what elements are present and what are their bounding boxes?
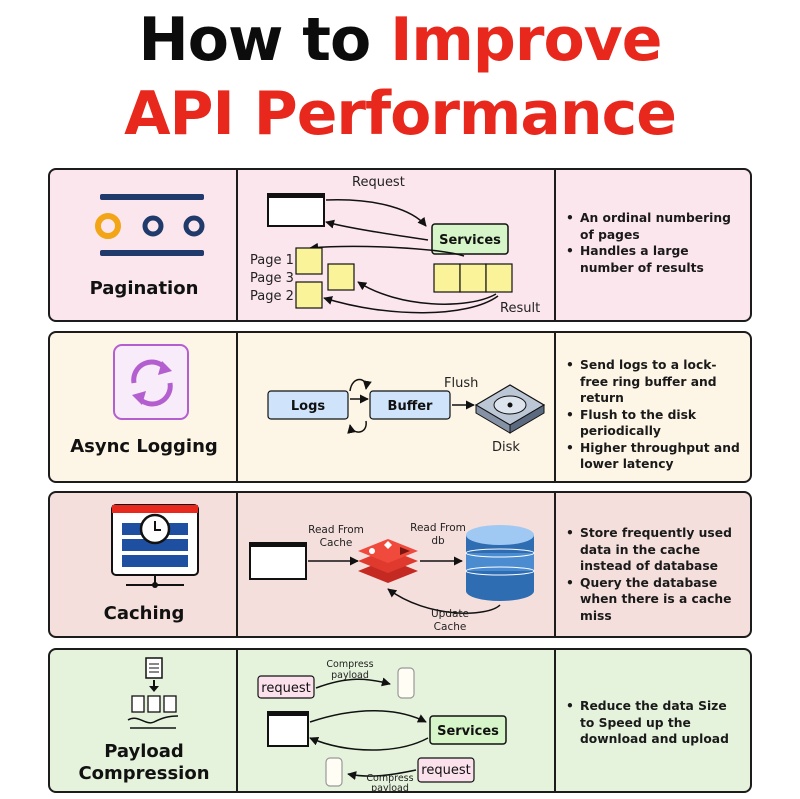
compress2-line1: Compress [366,773,413,784]
compression-bullet-1: Reduce the data Size to Speed up the dow… [564,698,744,748]
caching-label: Caching [103,603,185,624]
pagination-result-label: Result [500,301,540,316]
page2-label: Page 2 [250,289,294,304]
pagination-bullet-1: An ordinal numbering of pages [564,210,744,243]
client-window [267,193,325,227]
row-payload-compression: Payload Compression Compress payload req… [48,648,752,793]
async-bullet-1: Send logs to a lock-free ring buffer and… [564,357,744,407]
compression-icon-cell: Payload Compression [50,650,238,791]
compression-label-line2: Compression [78,763,210,784]
row-caching: Caching Read From Cache Read From db [48,491,752,638]
caching-bullet-2: Query the database when there is a cache… [564,575,744,625]
pagination-bullet-2: Handles a large number of results [564,243,744,276]
redis-icon [358,539,418,583]
services-box [431,223,509,255]
async-logging-label: Async Logging [70,436,218,457]
compress1-line2: payload [331,670,369,681]
compression-label-line1: Payload [104,741,184,762]
disk-label: Disk [492,440,520,455]
async-bullet-2: Flush to the disk periodically [564,407,744,440]
read-cache-line1: Read From [308,524,364,536]
compressed-file-icon-1 [397,667,415,699]
caching-icon-cell: Caching [50,493,238,636]
caching-bullet-1: Store frequently used data in the cache … [564,525,744,575]
row-pagination: Pagination Request Services Page 1 Page … [48,168,752,322]
page-title-line2: API Performance [124,79,677,149]
async-logging-diagram: Logs Buffer Flush Disk [238,333,556,481]
row-async-logging: Async Logging Logs Buffer Flush Disk [48,331,752,483]
refresh-icon [113,344,189,420]
compression-label: Payload Compression [50,741,238,785]
page1-label: Page 1 [250,253,294,268]
pagination-label: Pagination [89,278,199,299]
logs-label: Logs [291,399,326,414]
services-label: Services [439,233,501,248]
request-box-2 [417,757,475,783]
page-title-line1: How to Improve [0,2,800,78]
database-icon [465,525,535,601]
async-logging-notes: Send logs to a lock-free ring buffer and… [556,333,750,481]
flush-label: Flush [444,376,478,391]
read-cache-line2: Cache [320,537,353,549]
caching-notes: Store frequently used data in the cache … [556,493,750,636]
read-db-line1: Read From [410,522,466,534]
pagination-request-label: Request [352,175,405,190]
caching-diagram: Read From Cache Read From db [238,493,556,636]
logs-box [267,390,349,420]
title-part-how-to: How to [138,5,391,75]
page2-box [295,281,323,309]
compress1-line1: Compress [326,659,373,670]
compressed-file-icon-2 [325,757,343,787]
compress-services-box [429,715,507,745]
disk-icon [474,384,546,434]
compression-diagram: Compress payload request Services reques… [238,650,556,791]
update-cache-line2: Cache [434,621,467,633]
read-db-line2: db [431,535,445,547]
compress2-line2: payload [371,783,409,792]
cache-client-window [249,542,307,580]
compression-notes: Reduce the data Size to Speed up the dow… [556,650,750,791]
page1-box [295,247,323,275]
request-box-1 [257,675,315,699]
document-split-icon [127,657,179,729]
request-label-1: request [261,681,310,696]
pagination-icon-cell: Pagination [50,170,238,320]
update-cache-line1: Update [431,608,469,620]
buffer-box [369,390,451,420]
compress-services-label: Services [437,724,499,739]
buffer-label: Buffer [388,399,434,414]
server-clock-icon [111,504,199,588]
async-bullet-3: Higher throughput and lower latency [564,440,744,473]
request-label-2: request [421,763,470,778]
pagination-icon [95,194,205,256]
pagination-diagram: Request Services Page 1 Page 3 Page 2 Re… [238,170,556,320]
title-part-improve: Improve [390,5,662,75]
page3-label: Page 3 [250,271,294,286]
compress-client-window [267,711,309,747]
async-logging-icon-cell: Async Logging [50,333,238,481]
page3-box [327,263,355,291]
pagination-notes: An ordinal numbering of pages Handles a … [556,170,750,320]
